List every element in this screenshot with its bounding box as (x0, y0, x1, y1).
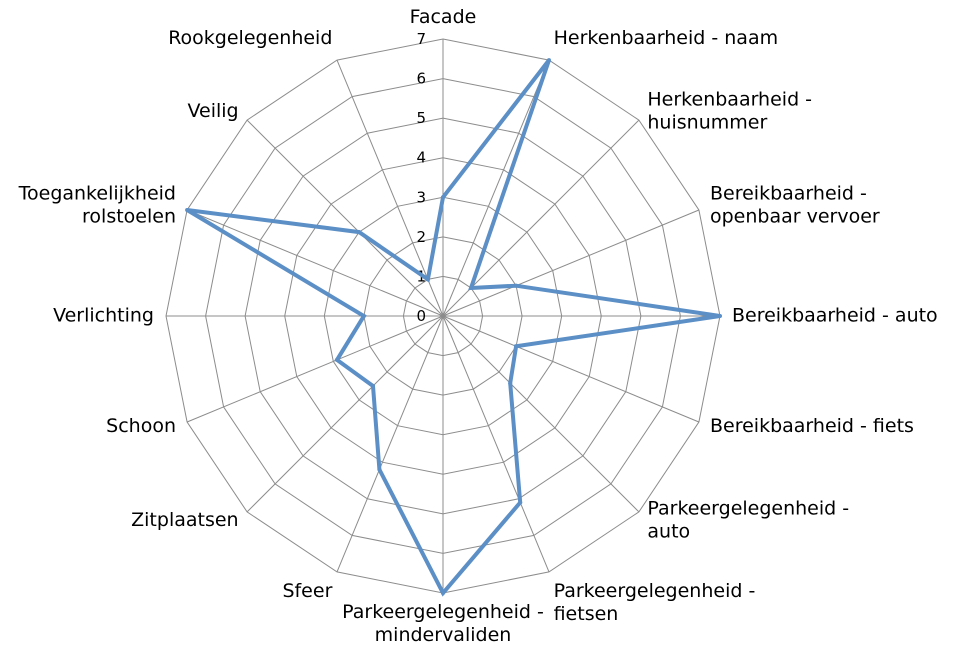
tick-label: 6 (416, 70, 426, 88)
data-point (718, 314, 722, 318)
tick-label: 7 (416, 30, 426, 48)
category-label: auto (647, 520, 690, 542)
spoke-13 (186, 209, 444, 317)
category-label: Herkenbaarheid - naam (554, 27, 779, 49)
data-point (518, 500, 523, 505)
category-label: Toegankelijkheid (18, 182, 176, 204)
spoke-5 (442, 315, 700, 423)
spoke-10 (246, 315, 444, 513)
category-label: Herkenbaarheid - (647, 89, 812, 111)
category-label: Schoon (106, 415, 176, 437)
category-label: Parkeergelegenheid - (554, 580, 756, 602)
spoke-7 (442, 315, 550, 573)
data-point (361, 314, 366, 318)
data-point (357, 230, 362, 235)
data-point (185, 208, 190, 212)
spoke-6 (442, 315, 640, 513)
data-point (441, 591, 445, 595)
tick-label: 0 (416, 307, 426, 325)
spoke-2 (442, 119, 640, 317)
spoke-15 (336, 59, 444, 317)
category-label: mindervaliden (375, 624, 512, 646)
tick-label: 2 (416, 228, 426, 246)
spoke-1 (442, 59, 550, 317)
data-point (441, 195, 445, 200)
category-label: Sfeer (282, 580, 332, 602)
tick-label: 5 (416, 109, 426, 127)
category-label: Bereikbaarheid - (710, 182, 867, 204)
category-label: openbaar vervoer (710, 205, 880, 227)
category-label: Parkeergelegenheid - (647, 497, 849, 519)
category-label: Rookgelegenheid (168, 27, 332, 49)
data-point (508, 381, 513, 386)
data-point (547, 58, 551, 63)
data-point (469, 286, 473, 290)
spoke-3 (442, 209, 700, 317)
data-point (514, 344, 519, 349)
category-label: Verlichting (53, 305, 154, 327)
data-point (371, 384, 375, 388)
tick-label: 4 (416, 149, 426, 167)
category-label: Bereikbaarheid - auto (732, 305, 938, 327)
spoke-14 (246, 119, 444, 317)
tick-label: 3 (416, 188, 426, 206)
spoke-9 (336, 315, 444, 573)
category-label: huisnummer (647, 112, 767, 134)
data-point (377, 467, 382, 472)
spoke-11 (186, 315, 444, 423)
category-label: Parkeergelegenheid - (342, 601, 544, 623)
category-label: Facade (410, 6, 477, 28)
data-point (514, 283, 519, 288)
category-label: fietsen (554, 603, 619, 625)
data-point (335, 357, 339, 362)
category-label: Veilig (187, 100, 238, 122)
category-label: Zitplaatsen (131, 509, 238, 531)
data-point (425, 277, 430, 282)
category-label: rolstoelen (82, 205, 176, 227)
category-label: Bereikbaarheid - fiets (710, 415, 914, 437)
